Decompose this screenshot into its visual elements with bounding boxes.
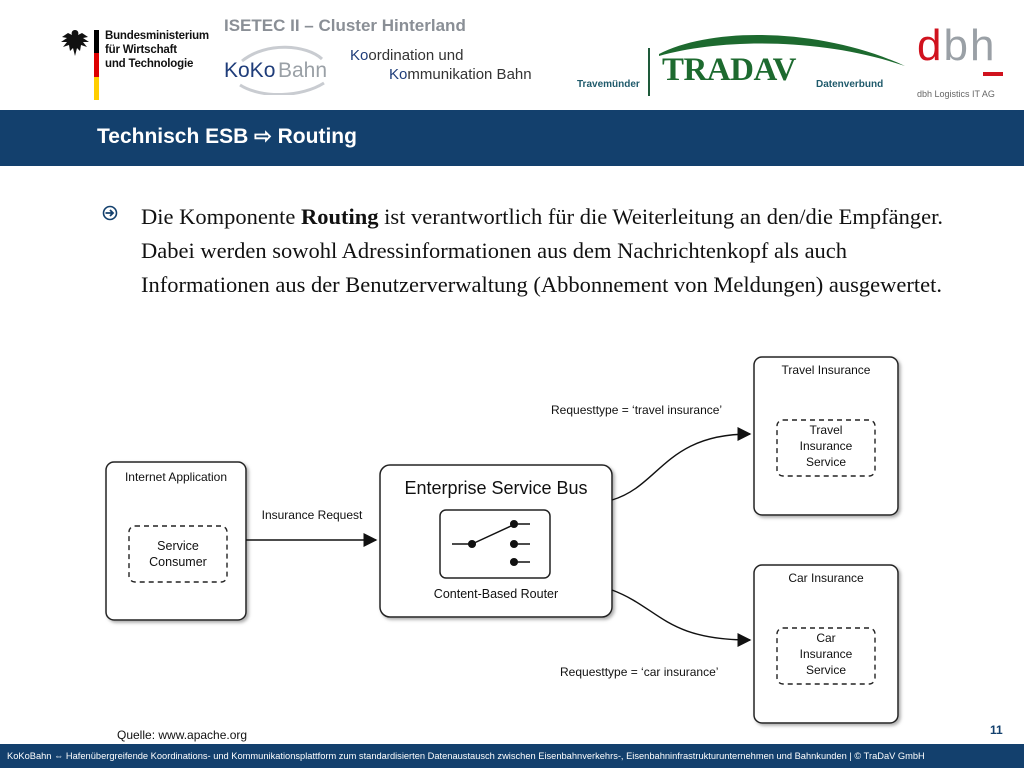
dbh-subtitle: dbh Logistics IT AG <box>917 89 995 99</box>
car-service-line-1: Car <box>816 631 835 645</box>
switch-icon <box>452 519 530 567</box>
kokobahn-logo: KoKo Bahn <box>224 45 327 95</box>
travel-insurance-label: Travel Insurance <box>782 363 871 377</box>
slide-title-right: Routing <box>277 125 357 148</box>
bullet-text-post: ist verantwortlich für die Weiterleitung… <box>141 204 943 297</box>
dbh-logo-bh: bh <box>943 21 997 70</box>
tradav-left-label: Travemünder <box>577 79 640 90</box>
eagle-emblem-icon <box>61 30 89 56</box>
router-label: Content-Based Router <box>434 587 558 601</box>
esb-title: Enterprise Service Bus <box>404 478 587 498</box>
ministry-line: und Technologie <box>105 58 194 70</box>
travel-service-line-3: Service <box>806 455 846 469</box>
car-service-line-3: Service <box>806 663 846 677</box>
kokobahn-prefix-1: Ko <box>350 47 369 64</box>
car-service-box <box>776 627 876 685</box>
bullet-text-pre: Die Komponente <box>141 204 301 229</box>
route-to-travel <box>611 427 752 501</box>
footer-bar <box>0 744 1024 768</box>
service-consumer-line-2: Consumer <box>149 555 207 569</box>
kokobahn-logo-text-b: Bahn <box>278 59 327 82</box>
car-service-line-2: Insurance <box>800 647 853 661</box>
kokobahn-tagline-2: Kommunikation Bahn <box>389 66 532 83</box>
footer-text: KoKoBahn ⇔ Hafenübergreifende Koordinati… <box>7 751 925 761</box>
source-note: Quelle: www.apache.org <box>117 728 248 742</box>
car-rule-label: Requesttype = ‘car insurance’ <box>560 665 718 679</box>
insurance-request-label: Insurance Request <box>262 508 363 522</box>
slide-title: Technisch ESB ⇨ Routing <box>97 124 357 149</box>
kokobahn-tagline-1: Koordination und <box>350 47 463 64</box>
service-consumer-box <box>128 525 228 583</box>
dbh-logo: dbh <box>917 22 996 70</box>
arrow-icon: ⇨ <box>254 125 272 148</box>
page-number: 11 <box>990 723 1003 737</box>
travel-rule-label: Requesttype = ‘travel insurance’ <box>551 403 722 417</box>
dbh-logo-d: d <box>917 21 944 70</box>
bullet-text-bold: Routing <box>300 204 379 229</box>
car-insurance-label: Car Insurance <box>788 571 864 585</box>
route-to-car <box>611 589 752 647</box>
travel-service-box <box>776 419 876 477</box>
slide-title-left: Technisch ESB <box>97 125 249 148</box>
routing-diagram: Internet Application Service Consumer In… <box>105 356 899 724</box>
kokobahn-logo-text-a: KoKo <box>224 59 275 82</box>
service-consumer-line-1: Service <box>157 539 199 553</box>
ministry-line: für Wirtschaft <box>105 44 177 56</box>
travel-service-line-1: Travel <box>810 423 843 437</box>
router-box <box>439 509 551 579</box>
ministry-line: Bundesministerium <box>105 30 209 42</box>
kokobahn-rest-1: ordination und <box>368 47 464 64</box>
tradav-swoosh-icon <box>659 34 905 66</box>
kokobahn-rest-2: mmunikation Bahn <box>407 66 532 83</box>
project-title: ISETEC II – Cluster Hinterland <box>224 16 466 35</box>
bullet-text: Die Komponente Routing ist verantwortlic… <box>141 200 981 302</box>
tradav-divider <box>648 48 650 96</box>
kokobahn-prefix-2: Ko <box>389 66 408 83</box>
german-flag-bar <box>94 30 99 100</box>
tradav-name: TRADAV <box>662 52 796 88</box>
dbh-accent-bar <box>983 72 1003 76</box>
internet-application-label: Internet Application <box>125 470 227 484</box>
bullet-arrow-icon <box>102 205 118 226</box>
ministry-name: Bundesministerium für Wirtschaft und Tec… <box>105 29 209 71</box>
title-bar <box>0 110 1024 166</box>
travel-service-line-2: Insurance <box>800 439 853 453</box>
tradav-right-label: Datenverbund <box>816 79 884 90</box>
